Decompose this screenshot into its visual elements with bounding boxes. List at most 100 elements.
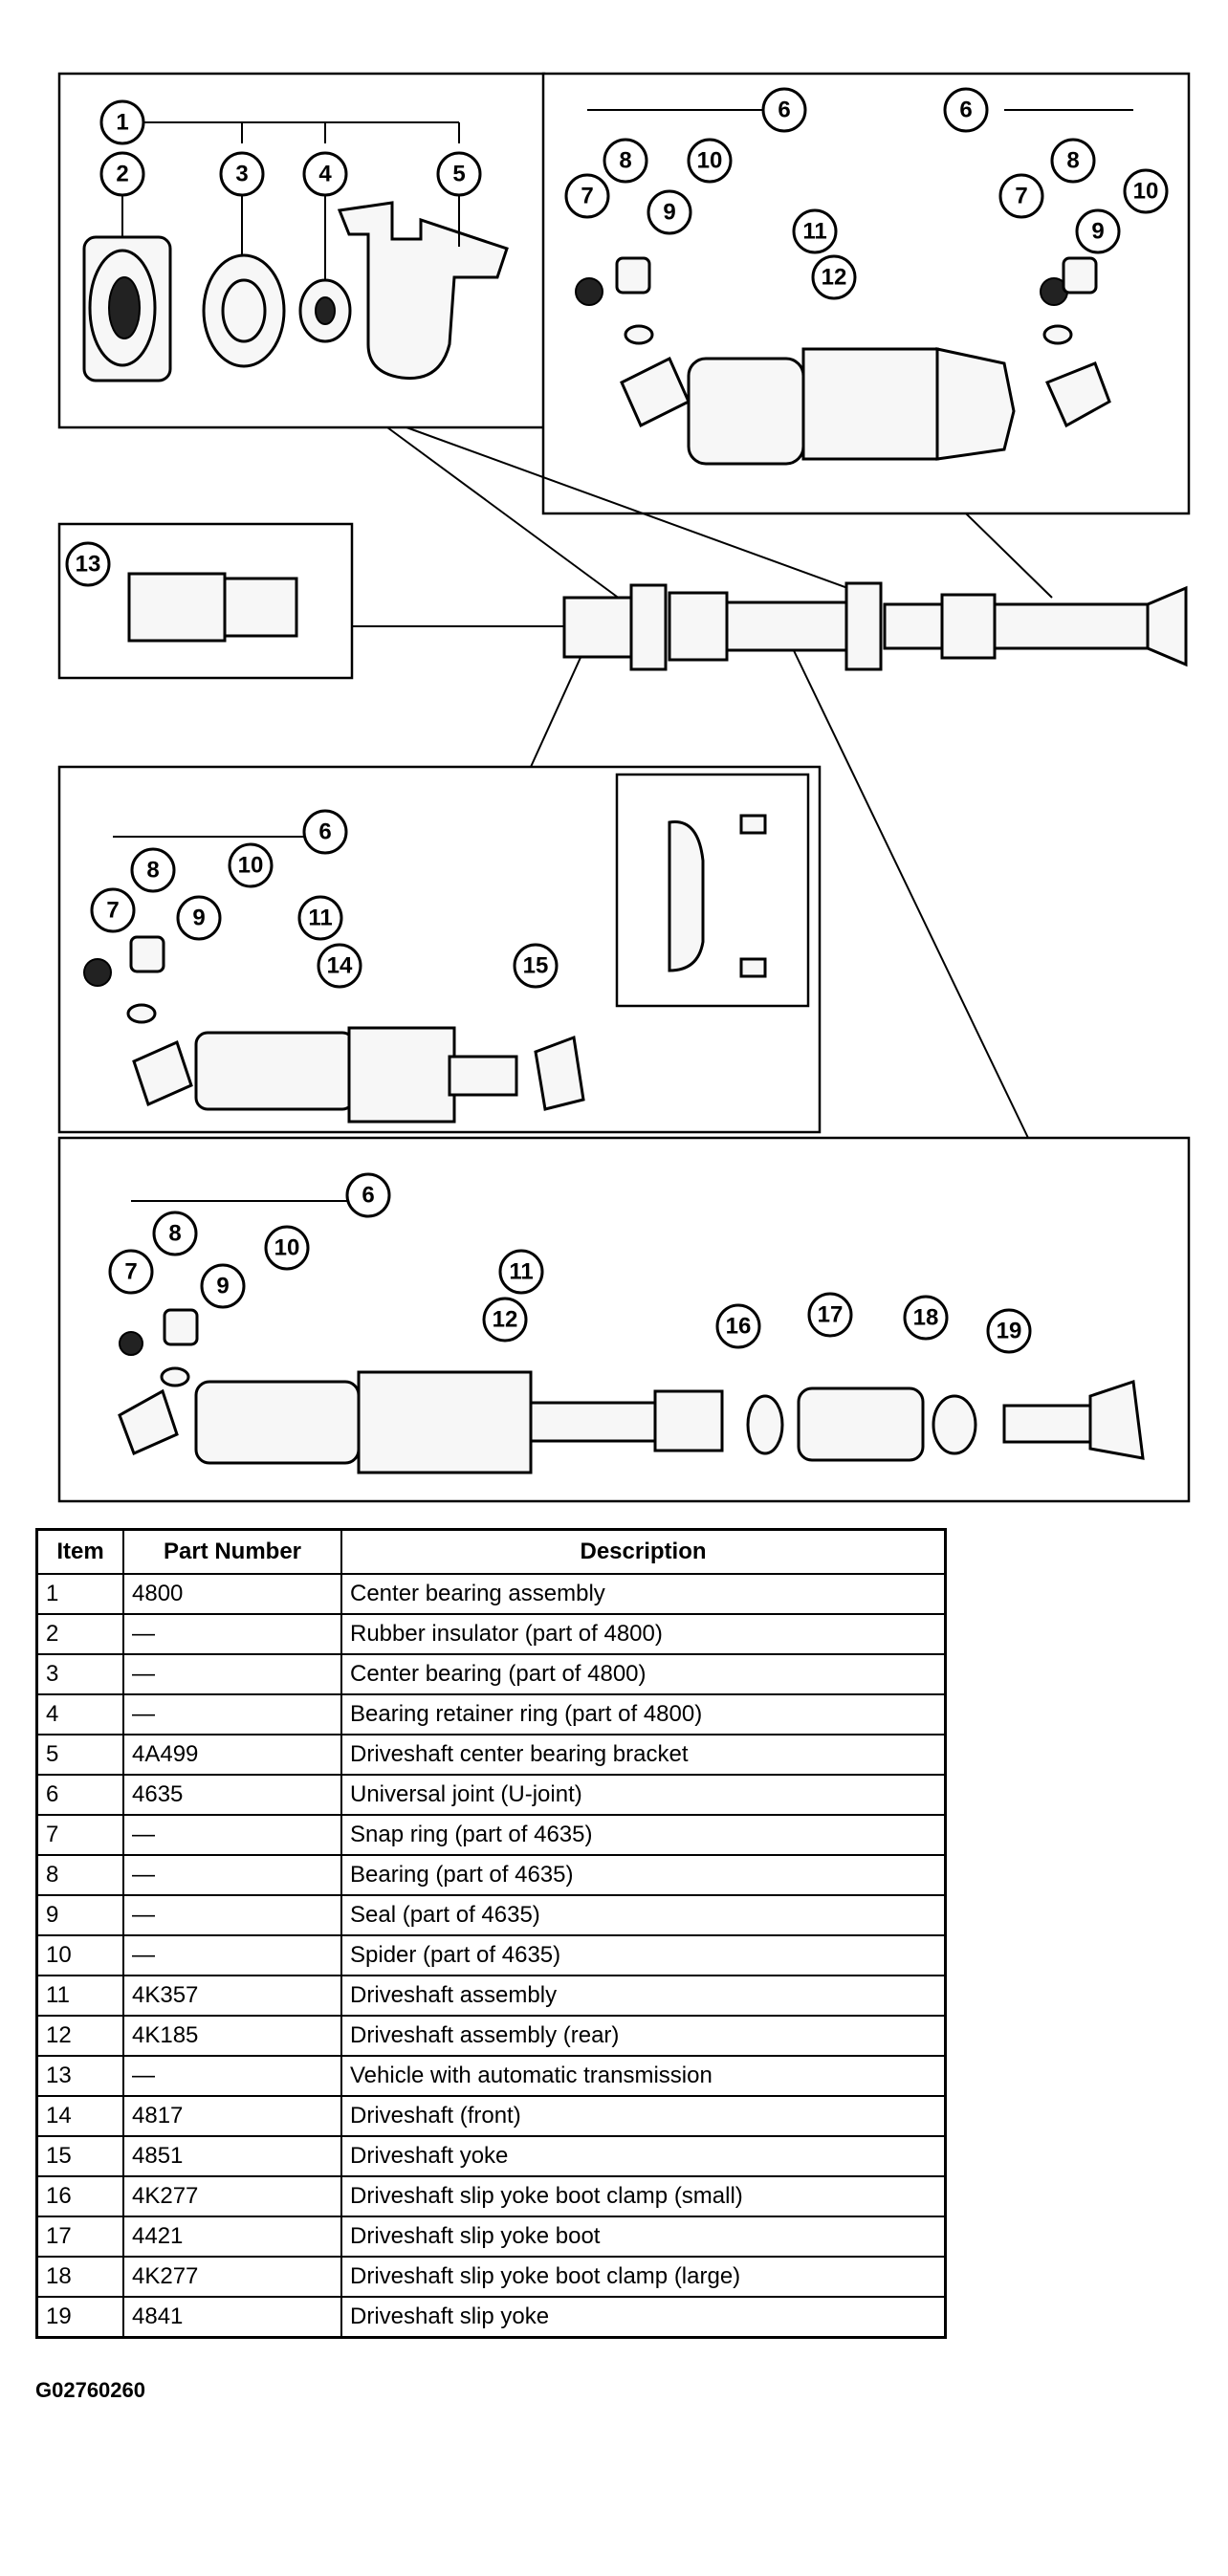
part-number-cell: 4635 [122, 1774, 342, 1816]
item-cell: 15 [35, 2135, 124, 2177]
part-number-cell: — [122, 1854, 342, 1896]
callout-11-slip: 11 [498, 1249, 544, 1295]
item-cell: 5 [35, 1734, 124, 1776]
part-number-cell: — [122, 1613, 342, 1655]
item-cell: 14 [35, 2095, 124, 2137]
description-cell: Center bearing (part of 4800) [340, 1653, 947, 1695]
svg-text:11: 11 [308, 906, 332, 931]
callout-10-rear-right: 10 [1123, 168, 1169, 214]
part-number-cell: 4K277 [122, 2175, 342, 2217]
callout-3: 3 [219, 151, 265, 197]
exploded-driveshaft-diagram: 1 2 3 4 5 6 7 8 9 10 11 12 6 7 8 9 10 13… [57, 72, 1191, 1503]
description-cell: Driveshaft slip yoke boot [340, 2216, 947, 2258]
table-row: 2—Rubber insulator (part of 4800) [35, 1613, 947, 1655]
svg-text:18: 18 [913, 1305, 939, 1331]
item-cell: 17 [35, 2216, 124, 2258]
svg-text:10: 10 [697, 148, 723, 174]
svg-text:9: 9 [192, 906, 205, 931]
svg-text:4: 4 [318, 162, 332, 187]
description-cell: Driveshaft (front) [340, 2095, 947, 2137]
svg-text:10: 10 [1133, 179, 1159, 205]
description-cell: Universal joint (U-joint) [340, 1774, 947, 1816]
description-cell: Bearing (part of 4635) [340, 1854, 947, 1896]
item-cell: 6 [35, 1774, 124, 1816]
callout-11-rear: 11 [792, 208, 838, 254]
callout-15: 15 [513, 943, 559, 989]
connector-lines [352, 426, 1053, 1139]
item-cell: 19 [35, 2296, 124, 2339]
callout-8-front: 8 [130, 847, 176, 893]
svg-text:8: 8 [146, 858, 159, 884]
callout-4: 4 [302, 151, 348, 197]
callout-7-front: 7 [90, 887, 136, 933]
item-cell: 9 [35, 1894, 124, 1936]
svg-text:7: 7 [1015, 184, 1027, 209]
callout-8-rear-right: 8 [1050, 138, 1096, 184]
svg-text:17: 17 [818, 1302, 844, 1328]
callout-9-rear-left: 9 [647, 189, 692, 235]
description-cell: Bearing retainer ring (part of 4800) [340, 1693, 947, 1736]
figure-code: G02760260 [35, 2378, 145, 2402]
callout-19: 19 [986, 1308, 1032, 1354]
svg-text:7: 7 [106, 898, 119, 924]
description-cell: Driveshaft slip yoke boot clamp (small) [340, 2175, 947, 2217]
callout-12-rear: 12 [811, 254, 857, 300]
part-number-cell: 4800 [122, 1573, 342, 1615]
callout-10-front: 10 [228, 842, 274, 888]
item-cell: 8 [35, 1854, 124, 1896]
description-cell: Snap ring (part of 4635) [340, 1814, 947, 1856]
description-cell: Center bearing assembly [340, 1573, 947, 1615]
table-row: 13—Vehicle with automatic transmission [35, 2055, 947, 2097]
callout-14: 14 [317, 943, 362, 989]
item-cell: 4 [35, 1693, 124, 1736]
item-cell: 12 [35, 2015, 124, 2057]
callout-6-front: 6 [302, 809, 348, 855]
part-number-cell: 4A499 [122, 1734, 342, 1776]
callout-8-rear-left: 8 [603, 138, 648, 184]
svg-text:5: 5 [452, 162, 465, 187]
callout-6-rear-right: 6 [943, 87, 989, 133]
item-cell: 10 [35, 1934, 124, 1976]
item-cell: 7 [35, 1814, 124, 1856]
svg-text:14: 14 [327, 953, 353, 979]
callout-12-slip: 12 [482, 1297, 528, 1343]
callout-11-front: 11 [297, 895, 343, 941]
svg-text:15: 15 [523, 953, 549, 979]
item-cell: 13 [35, 2055, 124, 2097]
svg-text:8: 8 [619, 148, 631, 174]
callout-5: 5 [436, 151, 482, 197]
svg-text:1: 1 [116, 110, 128, 136]
part-number-cell: 4841 [122, 2296, 342, 2339]
table-row: 3—Center bearing (part of 4800) [35, 1653, 947, 1695]
callout-7-slip: 7 [108, 1249, 154, 1295]
callout-13: 13 [65, 541, 111, 587]
svg-text:9: 9 [663, 200, 675, 226]
callout-2: 2 [99, 151, 145, 197]
part-number-cell: — [122, 2055, 342, 2097]
description-cell: Driveshaft center bearing bracket [340, 1734, 947, 1776]
svg-text:2: 2 [116, 162, 128, 187]
callout-1: 1 [99, 99, 145, 145]
item-cell: 2 [35, 1613, 124, 1655]
automatic-transmission-parts [127, 572, 298, 643]
part-number-cell: 4K277 [122, 2256, 342, 2298]
svg-text:10: 10 [274, 1235, 300, 1261]
item-cell: 16 [35, 2175, 124, 2217]
description-cell: Driveshaft slip yoke [340, 2296, 947, 2339]
part-number-cell: 4851 [122, 2135, 342, 2177]
svg-text:10: 10 [238, 853, 264, 879]
part-number-cell: — [122, 1693, 342, 1736]
table-row: 4—Bearing retainer ring (part of 4800) [35, 1693, 947, 1736]
table-header-row: Item Part Number Description [35, 1528, 947, 1575]
svg-text:12: 12 [493, 1307, 518, 1333]
svg-text:8: 8 [168, 1221, 181, 1247]
